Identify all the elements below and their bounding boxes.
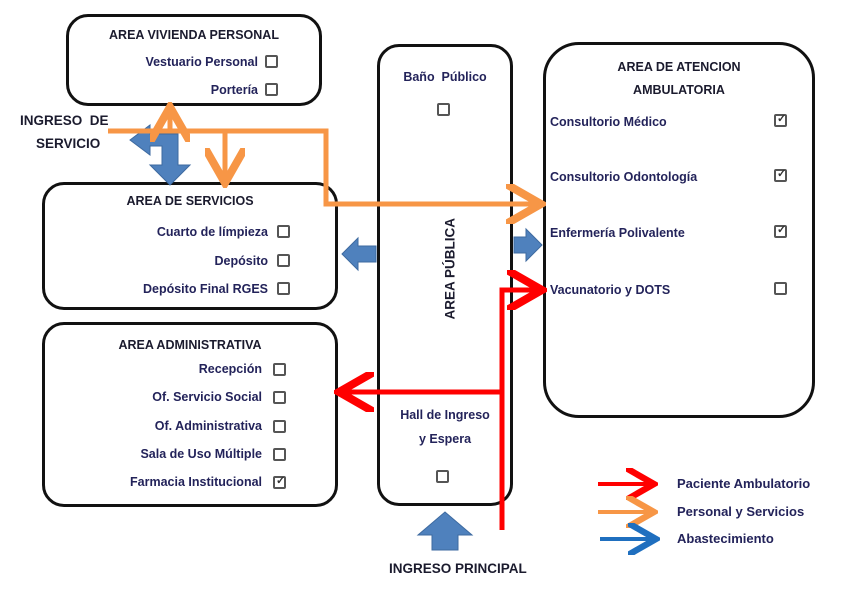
ingreso-principal-label: INGRESO PRINCIPAL bbox=[389, 561, 527, 576]
area-administrativa-title: AREA ADMINISTRATIVA bbox=[118, 338, 262, 352]
item-servicio-social: Of. Servicio Social bbox=[152, 390, 262, 404]
area-administrativa bbox=[42, 322, 338, 507]
checkbox-consultorio-medico[interactable]: ✓ bbox=[774, 113, 787, 127]
checkbox-sala-uso-multiple[interactable] bbox=[273, 448, 286, 461]
area-servicios-title: AREA DE SERVICIOS bbox=[126, 194, 254, 208]
legend-label-staff: Personal y Servicios bbox=[677, 504, 805, 519]
area-ambulatoria-title-line2: AMBULATORIA bbox=[633, 83, 725, 97]
area-vivienda-personal bbox=[66, 14, 322, 106]
item-deposito: Depósito bbox=[214, 254, 268, 268]
supply-arrow-to-ambulatoria bbox=[513, 227, 543, 263]
checkbox-consultorio-odontologia[interactable]: ✓ bbox=[774, 168, 787, 182]
item-porteria: Portería bbox=[210, 83, 258, 97]
area-ambulatoria-title-line1: AREA DE ATENCION bbox=[617, 60, 741, 74]
ingreso-servicio-label-line2: SERVICIO bbox=[36, 136, 101, 151]
checkbox-recepcion[interactable] bbox=[273, 363, 286, 376]
legend-label-patient: Paciente Ambulatorio bbox=[677, 476, 811, 491]
check-icon: ✓ bbox=[276, 475, 286, 487]
item-hall-espera: y Espera bbox=[418, 432, 472, 446]
item-consultorio-medico: Consultorio Médico bbox=[550, 115, 667, 129]
checkbox-cuarto-limpieza[interactable] bbox=[277, 225, 290, 238]
item-enfermeria-polivalente: Enfermería Polivalente bbox=[550, 226, 685, 240]
area-vivienda-title: AREA VIVIENDA PERSONAL bbox=[109, 28, 279, 42]
check-icon: ✓ bbox=[777, 113, 787, 125]
patient-flow-to-vacunatorio bbox=[499, 290, 537, 530]
item-vacunatorio-dots: Vacunatorio y DOTS bbox=[550, 283, 671, 297]
checkbox-deposito-final-rges[interactable] bbox=[277, 282, 290, 295]
item-cuarto-limpieza: Cuarto de límpieza bbox=[156, 225, 268, 239]
checkbox-enfermeria-polivalente[interactable]: ✓ bbox=[774, 224, 787, 238]
checkbox-deposito[interactable] bbox=[277, 254, 290, 267]
supply-arrow-service-entrance bbox=[129, 124, 192, 186]
area-atencion-ambulatoria bbox=[543, 42, 815, 418]
item-vestuario-personal: Vestuario Personal bbox=[145, 55, 258, 69]
checkbox-vestuario-personal[interactable] bbox=[265, 55, 278, 68]
checkbox-servicio-social[interactable] bbox=[273, 391, 286, 404]
area-publica bbox=[377, 44, 513, 506]
check-icon: ✓ bbox=[777, 224, 787, 236]
item-hall-ingreso: Hall de Ingreso bbox=[400, 408, 490, 422]
checkbox-hall-ingreso[interactable] bbox=[436, 470, 449, 483]
check-icon: ✓ bbox=[777, 168, 787, 180]
checkbox-of-administrativa[interactable] bbox=[273, 420, 286, 433]
item-of-administrativa: Of. Administrativa bbox=[154, 419, 262, 433]
checkbox-vacunatorio-dots[interactable] bbox=[774, 282, 787, 295]
item-recepcion: Recepción bbox=[198, 362, 262, 376]
item-deposito-final-rges: Depósito Final RGES bbox=[142, 282, 268, 296]
item-farmacia-institucional: Farmacia Institucional bbox=[130, 475, 262, 489]
item-bano-publico: Baño Público bbox=[403, 70, 487, 84]
checkbox-bano-publico[interactable] bbox=[437, 103, 450, 116]
checkbox-farmacia-institucional[interactable]: ✓ bbox=[273, 475, 286, 489]
supply-arrow-to-servicios bbox=[341, 236, 377, 272]
checkbox-porteria[interactable] bbox=[265, 83, 278, 96]
item-sala-uso-multiple: Sala de Uso Múltiple bbox=[140, 447, 262, 461]
legend-label-supply: Abastecimiento bbox=[677, 531, 774, 546]
item-consultorio-odontologia: Consultorio Odontología bbox=[550, 170, 698, 184]
supply-arrow-main-entrance bbox=[416, 511, 474, 551]
staff-flow-main-line bbox=[108, 128, 536, 204]
ingreso-servicio-label-line1: INGRESO DE bbox=[20, 113, 109, 128]
